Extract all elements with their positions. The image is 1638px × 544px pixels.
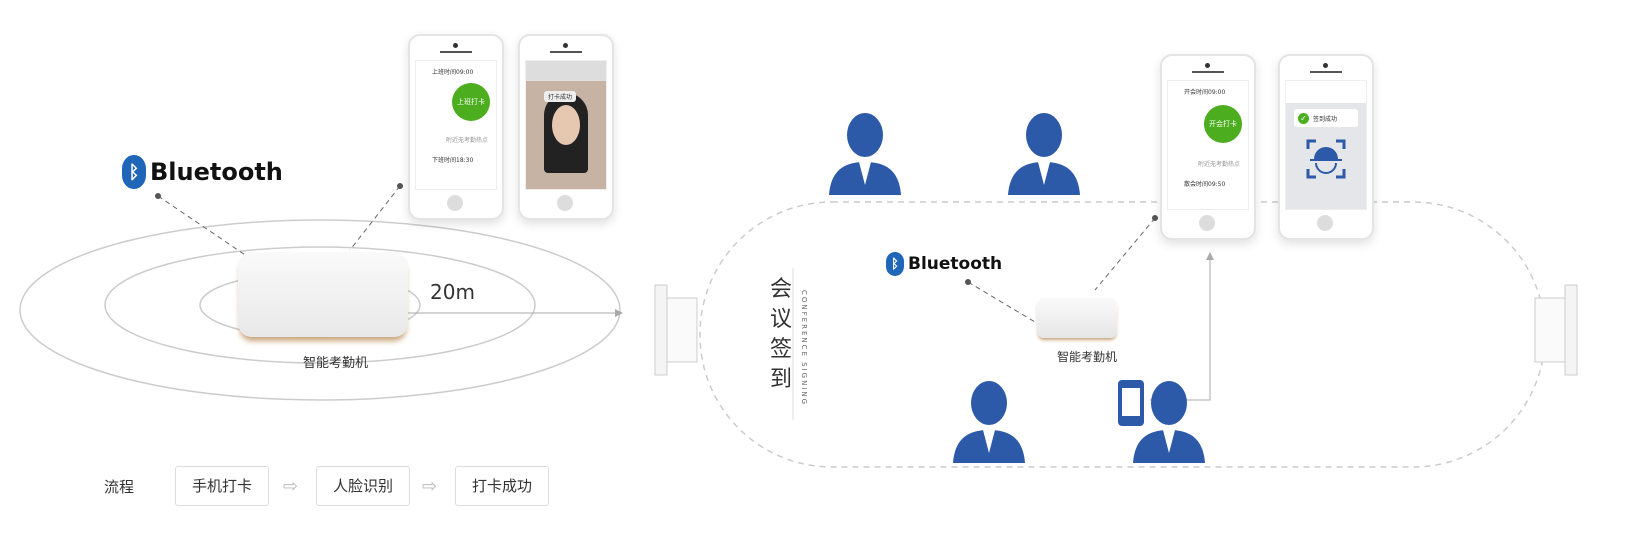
meeting-checkin-button[interactable]: 开会打卡 [1204, 105, 1242, 143]
bluetooth-icon: ᛒ [122, 155, 146, 189]
home-button [557, 195, 573, 211]
arrow-icon: ⇨ [283, 476, 299, 497]
face [552, 105, 580, 145]
flow-step-phone-checkin: 手机打卡 [175, 466, 269, 506]
success-badge: 签到成功 [1313, 115, 1338, 123]
bluetooth-label: Bluetooth [908, 254, 1003, 274]
start-time: 上班时间09:00 [432, 69, 474, 76]
phone-face-recognition: 打卡成功 [518, 34, 614, 220]
phone-checkin: 上班时间09:00 上班打卡 附近无考勤热点 下班时间18:30 [408, 34, 504, 220]
bluetooth-logo: ᛒ Bluetooth [122, 155, 283, 189]
success-badge: 打卡成功 [544, 91, 577, 102]
face-scan-icon [1306, 139, 1346, 179]
bluetooth-label: Bluetooth [150, 158, 283, 186]
flow-title: 流程 [104, 478, 135, 496]
bluetooth-logo: ᛒ Bluetooth [886, 252, 1002, 276]
distance-label: 20m [430, 280, 475, 304]
bluetooth-icon: ᛒ [886, 252, 904, 276]
hint-text: 附近无考勤热点 [1198, 161, 1241, 168]
device-label: 智能考勤机 [1057, 350, 1118, 364]
conference-subtitle: CONFERENCE SIGNING [800, 290, 808, 407]
flow-step-face-recognition: 人脸识别 [316, 466, 410, 506]
end-time: 散会时间09:50 [1184, 181, 1226, 188]
start-time: 开会时间09:00 [1184, 89, 1226, 96]
conference-title: 会议签到 [770, 277, 793, 392]
attendance-device [238, 252, 408, 337]
attendance-device [1037, 298, 1117, 338]
checkin-button[interactable]: 上班打卡 [452, 83, 490, 121]
check-icon: ✓ [1298, 112, 1309, 124]
hint-text: 附近无考勤热点 [446, 137, 489, 144]
home-button [1199, 215, 1215, 231]
phone-meeting-checkin: 开会时间09:00 开会打卡 附近无考勤热点 散会时间09:50 [1160, 54, 1256, 240]
end-time: 下班时间18:30 [432, 157, 474, 164]
home-button [1317, 215, 1333, 231]
phone-meeting-success: ✓ 签到成功 [1278, 54, 1374, 240]
arrow-icon: ⇨ [422, 476, 438, 497]
home-button [447, 195, 463, 211]
device-label: 智能考勤机 [303, 356, 369, 371]
flow-step-success: 打卡成功 [455, 466, 549, 506]
